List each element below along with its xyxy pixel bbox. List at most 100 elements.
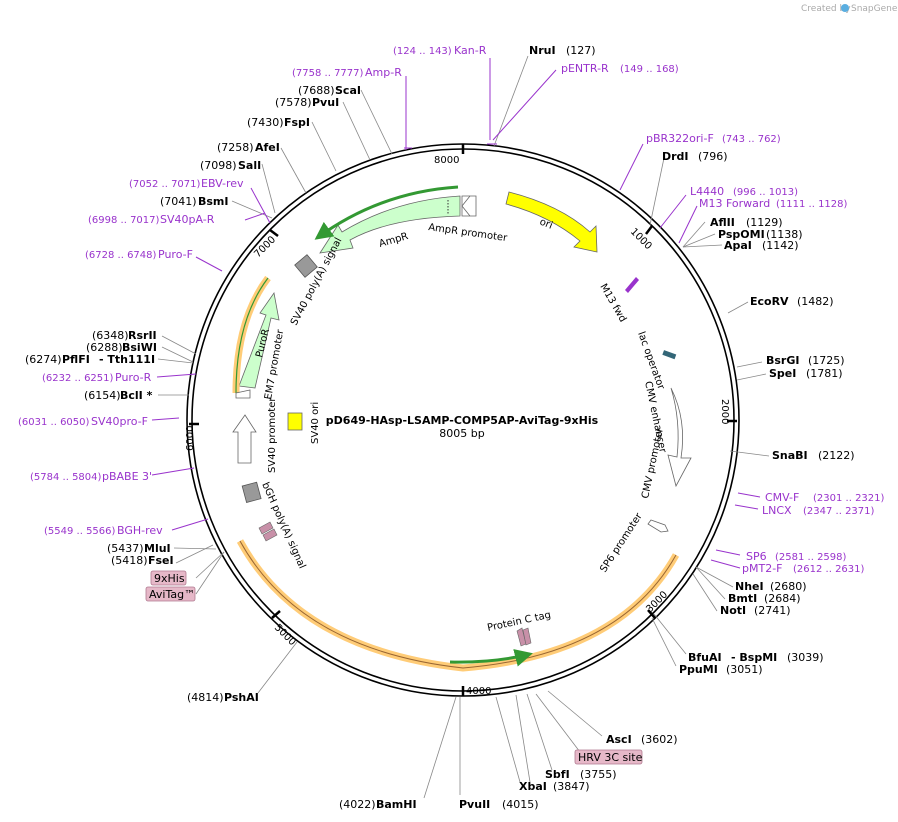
sv40-polya-label: SV40 poly(A) signal [289, 236, 345, 327]
bgh-polya-feature[interactable] [241, 481, 262, 503]
site-pos-bamhi: (4022) [339, 798, 376, 811]
site-label-tth111i[interactable]: - Tth111I [99, 353, 155, 366]
site-label-nrui[interactable]: NruI [529, 44, 556, 57]
site-label-scai[interactable]: ScaI [335, 84, 361, 97]
primer-label-cmvf[interactable]: CMV-F [765, 491, 799, 504]
site-label-spei[interactable]: SpeI [769, 367, 796, 380]
primer-label-purof[interactable]: Puro-F [158, 248, 193, 261]
sv40-promoter-feature[interactable] [232, 414, 257, 464]
primer-label-sv40prof[interactable]: SV40pro-F [91, 415, 148, 428]
ampr-promoter-label[interactable]: AmpR promoter [428, 222, 509, 244]
site-pos-noti: (2741) [754, 604, 791, 617]
site-label-afei[interactable]: AfeI [255, 141, 280, 154]
primer-range-lncx: (2347 .. 2371) [803, 506, 875, 517]
primer-range-ampr: (7758 .. 7777) [292, 68, 364, 79]
primer-label-pmt2f[interactable]: pMT2-F [742, 562, 783, 575]
site-label-fspi[interactable]: FspI [284, 116, 310, 129]
site-label-nhei[interactable]: NheI [735, 580, 764, 593]
site-label-bmti[interactable]: BmtI [728, 592, 757, 605]
site-label-pspomi[interactable]: PspOMI [718, 228, 765, 241]
primer-label-l4440[interactable]: L4440 [690, 185, 724, 198]
primer-label-pbabe3[interactable]: pBABE 3' [102, 470, 152, 483]
primer-label-sv40par[interactable]: SV40pA-R [160, 213, 215, 226]
sv40-polya-feature[interactable] [294, 254, 318, 278]
site-label-mlui[interactable]: MluI [144, 542, 171, 555]
primer-label-lncx[interactable]: LNCX [762, 504, 792, 517]
site-label-sbfi[interactable]: SbfI [545, 768, 570, 781]
site-label-aflii[interactable]: AflII [710, 216, 735, 229]
site-label-snabi[interactable]: SnaBI [772, 449, 808, 462]
site-pos-snabi: (2122) [818, 449, 855, 462]
site-pos-ppumi: (3051) [726, 663, 763, 676]
site-label-pflfi[interactable]: PflFI [62, 353, 90, 366]
badge-9xhis[interactable]: 9xHis [150, 570, 187, 586]
site-label-asci[interactable]: AscI [606, 733, 632, 746]
site-label-xbai[interactable]: XbaI [519, 780, 547, 793]
primer-label-bghrev[interactable]: BGH-rev [117, 524, 163, 537]
primer-label-pbr322orif[interactable]: pBR322ori-F [646, 132, 714, 145]
site-label-pvui[interactable]: PvuI [312, 96, 339, 109]
primer-label-sp6[interactable]: SP6 [746, 550, 767, 563]
primer-label-pentrr[interactable]: pENTR-R [561, 62, 609, 75]
puror-feature[interactable] [238, 291, 280, 389]
site-pos-sali: (7098) [200, 159, 237, 172]
primer-range-pbr322orif: (743 .. 762) [722, 134, 781, 145]
lac-operator-feature[interactable] [662, 350, 677, 360]
primer-range-pbabe3: (5784 .. 5804) [30, 472, 102, 483]
site-label-apai[interactable]: ApaI [724, 239, 752, 252]
site-pos-pspomi: (1138) [766, 228, 803, 241]
site-label-rsrii[interactable]: RsrII [128, 329, 157, 342]
site-label-ecorv[interactable]: EcoRV [750, 295, 789, 308]
badge-9xhis-box [150, 570, 187, 586]
site-label-bamhi[interactable]: BamHI [376, 798, 417, 811]
avitag-feature[interactable] [258, 521, 274, 535]
primer-label-m13forward[interactable]: M13 Forward [699, 197, 770, 210]
primer-range-cmvf: (2301 .. 2321) [813, 493, 885, 504]
site-label-bfuai[interactable]: BfuAI [688, 651, 722, 664]
plasmid-length: 8005 bp [439, 427, 484, 440]
site-label-bcli[interactable]: BclI * [120, 389, 153, 402]
site-pos-rsrii: (6348) [92, 329, 129, 342]
site-pos-pflfi: (6274) [25, 353, 62, 366]
site-label-pvuii[interactable]: PvuII [459, 798, 490, 811]
site-label-bsrgi[interactable]: BsrGI [766, 354, 799, 367]
ori-feature[interactable] [505, 191, 598, 253]
badge-avitag-box [145, 586, 196, 602]
primer-range-purof: (6728 .. 6748) [85, 250, 157, 261]
badge-avitag[interactable]: AviTag™ [145, 586, 196, 602]
site-label-drdi[interactable]: DrdI [662, 150, 689, 163]
primer-label-ebvrev[interactable]: EBV-rev [201, 177, 244, 190]
site-label-bsmi[interactable]: BsmI [198, 195, 229, 208]
site-label-bsiwi[interactable]: BsiWI [122, 341, 157, 354]
primer-label-puror[interactable]: Puro-R [115, 371, 152, 384]
sp6-promoter-label: SP6 promoter [598, 511, 645, 575]
primer-range-l4440: (996 .. 1013) [733, 187, 798, 198]
primer-label-kanr[interactable]: Kan-R [454, 44, 487, 57]
site-pos-bsmi: (7041) [160, 195, 197, 208]
site-label-ppumi[interactable]: PpuMI [679, 663, 718, 676]
site-label-fsei[interactable]: FseI [148, 554, 174, 567]
tick-label-2000: 2000 [719, 399, 730, 424]
site-label-pshai[interactable]: PshAI [224, 691, 259, 704]
m13-fwd-feature[interactable] [625, 277, 639, 293]
primer-range-bghrev: (5549 .. 5566) [44, 526, 116, 537]
primer-label-ampr[interactable]: Amp-R [365, 66, 402, 79]
site-pos-drdi: (796) [698, 150, 728, 163]
cmv-enhancer-feature[interactable] [667, 387, 692, 488]
ampr-feature[interactable] [319, 195, 461, 254]
credit-text: Created by [801, 4, 851, 14]
plasmid-name: pD649-HAsp-LSAMP-COMP5AP-AviTag-9xHis [326, 414, 599, 427]
site-label-bspmi[interactable]: - BspMI [731, 651, 777, 664]
sv40-ori-feature[interactable] [287, 412, 303, 431]
site-label-noti[interactable]: NotI [720, 604, 746, 617]
ampr-orf-arrow [314, 185, 459, 240]
orf-arrow [449, 649, 533, 667]
site-pos-fsei: (5418) [111, 554, 148, 567]
sp6-promoter-feature[interactable] [647, 519, 669, 533]
site-pos-pvuii: (4015) [502, 798, 539, 811]
primer-range-sv40prof: (6031 .. 6050) [18, 417, 90, 428]
his9-feature[interactable] [262, 528, 278, 542]
badge-hrv3c[interactable]: HRV 3C site [574, 749, 643, 765]
site-label-sali[interactable]: SalI [238, 159, 261, 172]
tick-label-8000: 8000 [434, 155, 459, 166]
